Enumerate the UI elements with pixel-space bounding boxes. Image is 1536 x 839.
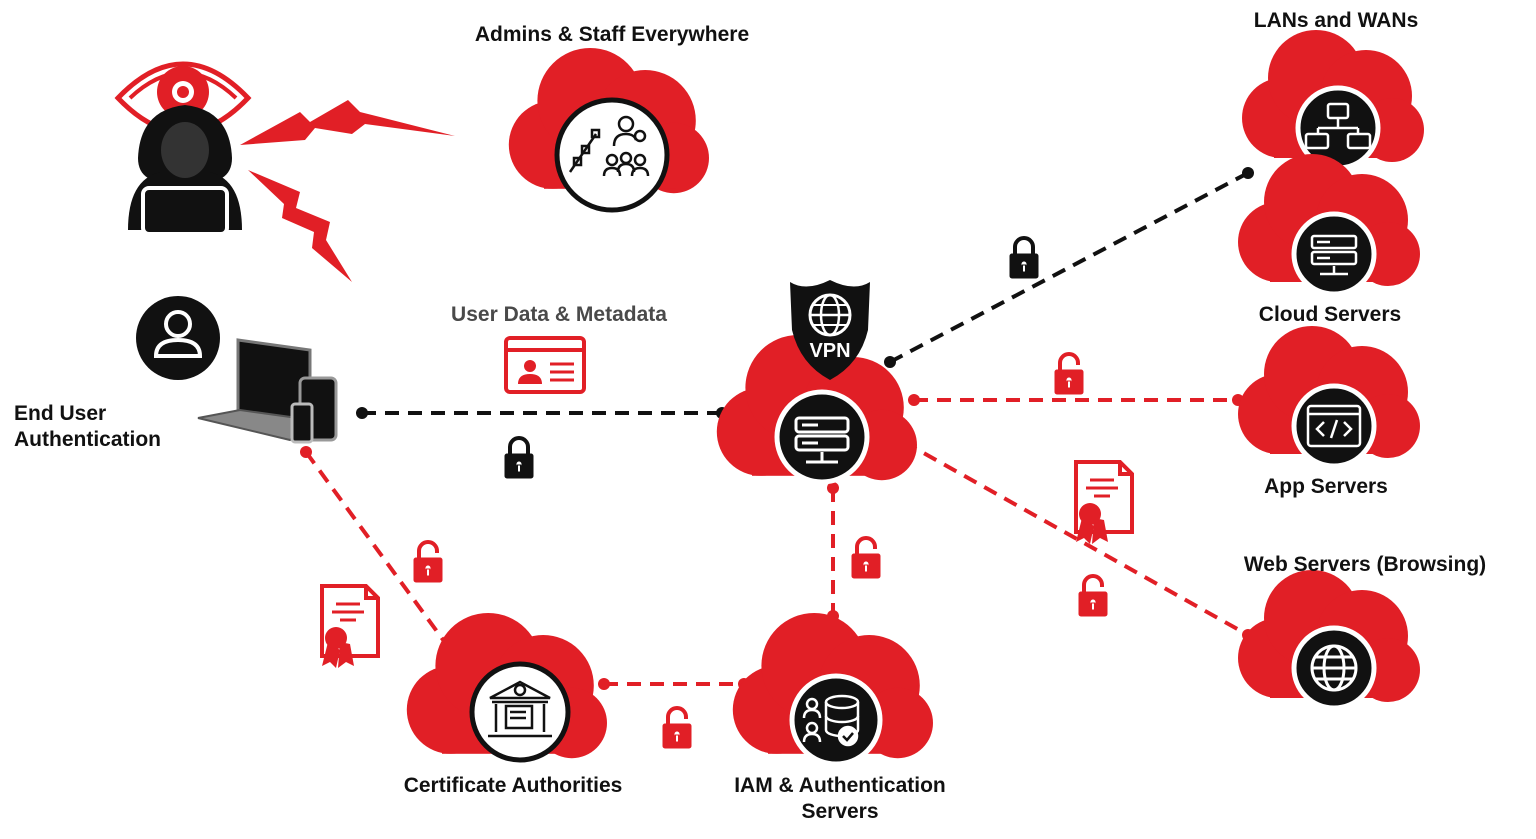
line-vpn-lans — [889, 171, 1249, 364]
admins-label: Admins & Staff Everywhere — [474, 23, 750, 46]
iam-servers-cloud — [732, 613, 933, 767]
certificate-authorities-label: Certificate Authorities — [403, 774, 623, 797]
lightning-icon — [240, 100, 455, 282]
globe-icon — [1310, 644, 1358, 692]
end-user-label-line2: Authentication — [14, 428, 161, 451]
id-card-icon — [504, 336, 586, 394]
hacker-icon — [114, 61, 252, 236]
unlock-icon — [1053, 352, 1085, 396]
certificate-icon — [1074, 460, 1134, 546]
connection-lines — [304, 171, 1249, 686]
bank-icon — [488, 680, 552, 738]
lock-icon — [503, 436, 535, 480]
lans-label: LANs and WANs — [1253, 9, 1419, 32]
web-servers-label: Web Servers (Browsing) — [1243, 553, 1487, 576]
database-users-icon — [802, 694, 860, 747]
line-vpn-web — [903, 440, 1249, 637]
devices-icon — [197, 338, 338, 444]
line-devices-ca — [304, 450, 454, 654]
keys-team-icon — [568, 115, 650, 177]
code-icon — [1306, 404, 1362, 448]
server-icon — [794, 416, 850, 464]
unlock-icon — [850, 536, 882, 580]
lans-cloud — [1242, 30, 1424, 171]
user-avatar-icon — [136, 296, 220, 380]
cloud-servers-label: Cloud Servers — [1258, 303, 1402, 326]
user-data-label: User Data & Metadata — [451, 303, 667, 326]
app-servers-cloud — [1238, 326, 1420, 469]
iam-label-line2: Servers — [801, 800, 879, 823]
eye-icon — [114, 61, 252, 135]
unlock-icon — [412, 540, 444, 584]
network-icon — [1304, 102, 1372, 150]
web-servers-cloud — [1238, 570, 1420, 711]
iam-label-line1: IAM & Authentication — [734, 774, 946, 797]
certificate-icon — [320, 584, 380, 670]
certificate-authorities-cloud — [406, 613, 607, 763]
cloud-servers-cloud — [1238, 154, 1420, 297]
vpn-shield-icon: VPN — [790, 280, 870, 380]
unlock-icon — [661, 706, 693, 750]
end-user-label-line1: End User — [14, 402, 107, 425]
server-icon — [1310, 234, 1358, 276]
vpn-hub: VPN — [716, 280, 917, 485]
admins-cloud — [508, 48, 709, 213]
app-servers-label: App Servers — [1264, 475, 1388, 498]
unlock-icon — [1077, 574, 1109, 618]
vpn-badge-text: VPN — [809, 340, 850, 362]
lock-icon — [1008, 236, 1040, 280]
